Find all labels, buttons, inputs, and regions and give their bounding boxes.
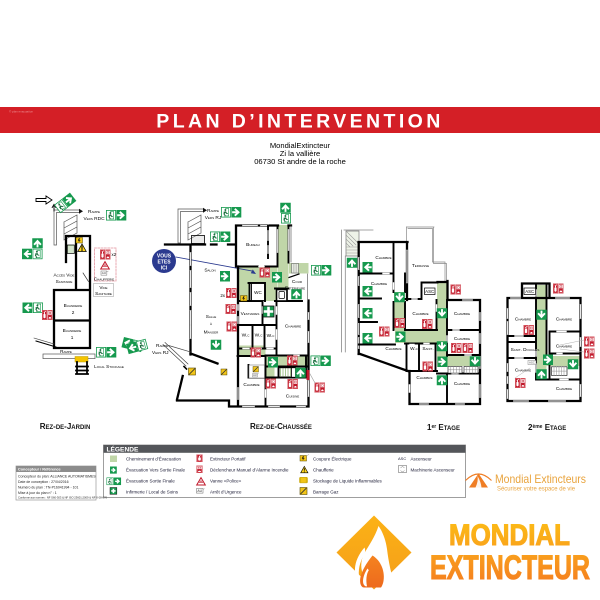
- svg-text:Infirmerie / Local de Soins: Infirmerie / Local de Soins: [126, 490, 179, 495]
- svg-text:Chambre: Chambre: [515, 368, 531, 373]
- svg-text:2: 2: [72, 310, 75, 315]
- svg-text:Arrêt d’Urgence: Arrêt d’Urgence: [210, 490, 242, 495]
- svg-text:Machinerie Ascenseur: Machinerie Ascenseur: [411, 468, 456, 473]
- svg-text:Chambre: Chambre: [243, 382, 259, 388]
- svg-text:Accès Vide: Accès Vide: [54, 273, 75, 278]
- svg-text:2x: 2x: [220, 293, 225, 298]
- svg-text:Chambre: Chambre: [556, 344, 572, 349]
- svg-text:Rez-de-Jardin: Rez-de-Jardin: [40, 422, 91, 431]
- svg-text:ASC: ASC: [525, 289, 534, 294]
- svg-text:Chambre: Chambre: [454, 311, 470, 316]
- svg-text:Buanderie: Buanderie: [63, 328, 82, 333]
- svg-text:VOUS: VOUS: [157, 254, 172, 260]
- svg-text:Vestiaires: Vestiaires: [241, 311, 260, 317]
- svg-text:Vers RJ: Vers RJ: [205, 215, 222, 221]
- svg-text:Chambre: Chambre: [375, 255, 391, 260]
- svg-text:W.c: W.c: [255, 333, 264, 339]
- svg-text:Bureau: Bureau: [246, 242, 260, 248]
- svg-text:Concepteur / Référence: Concepteur / Référence: [18, 468, 61, 472]
- svg-text:Rez-de-Chaussée: Rez-de-Chaussée: [250, 422, 312, 431]
- svg-text:Cour: Cour: [292, 279, 303, 285]
- svg-text:Chambre: Chambre: [556, 317, 572, 322]
- svg-text:Évacuation Vers Sortie Finale: Évacuation Vers Sortie Finale: [126, 467, 186, 473]
- svg-text:Vanne «Police»: Vanne «Police»: [210, 479, 242, 484]
- svg-text:MondialExtincteur: MondialExtincteur: [270, 141, 331, 150]
- svg-text:Chambre: Chambre: [515, 317, 531, 322]
- svg-text:Chambre: Chambre: [416, 375, 432, 380]
- svg-text:Sanitaire: Sanitaire: [95, 291, 112, 296]
- svg-text:Numéro du plan : TN-P16041994: Numéro du plan : TN-P16041994 - 101: [18, 486, 78, 490]
- svg-text:Rampe: Rampe: [60, 349, 72, 354]
- svg-text:Cuisine: Cuisine: [286, 394, 299, 400]
- svg-text:Chambre: Chambre: [412, 311, 428, 316]
- svg-text:Chaufferie: Chaufferie: [94, 277, 114, 282]
- svg-text:Mise à jour du plan n° : 1: Mise à jour du plan n° : 1: [18, 491, 57, 495]
- svg-text:06730 St andre de la roche: 06730 St andre de la roche: [254, 157, 346, 166]
- svg-text:Salon: Salon: [204, 268, 215, 274]
- svg-text:Chambre: Chambre: [371, 281, 387, 286]
- svg-text:Évacuation Sortie Finale: Évacuation Sortie Finale: [126, 478, 175, 484]
- svg-text:W.c: W.c: [410, 346, 418, 351]
- svg-text:Chambre: Chambre: [454, 381, 470, 386]
- svg-text:ASC: ASC: [398, 456, 406, 461]
- svg-text:Vers RDC: Vers RDC: [83, 216, 105, 222]
- svg-text:Cheminement d’Évacuation: Cheminement d’Évacuation: [126, 456, 182, 462]
- svg-text:Mondial Extincteurs: Mondial Extincteurs: [495, 472, 586, 486]
- svg-text:Déclencheur Manuel d’Alarme In: Déclencheur Manuel d’Alarme Incendie: [210, 468, 289, 473]
- svg-text:Chambre: Chambre: [285, 324, 301, 330]
- svg-text:Rampe: Rampe: [156, 343, 168, 349]
- svg-text:Concepteur du plan: ALLIANCE A: Concepteur du plan: ALLIANCE AUTOMATISME…: [18, 475, 96, 479]
- svg-text:2ème Etage: 2ème Etage: [528, 423, 566, 432]
- svg-text:Rampe: Rampe: [207, 208, 219, 214]
- svg-text:Chaufferie: Chaufferie: [313, 468, 334, 473]
- svg-text:Salle: Salle: [206, 314, 217, 320]
- svg-text:Extincteur Portatif: Extincteur Portatif: [210, 457, 246, 462]
- svg-text:Barrage Gaz: Barrage Gaz: [313, 490, 339, 495]
- svg-text:Local Stockage: Local Stockage: [94, 364, 124, 369]
- svg-text:Sécuriser votre espace de vie: Sécuriser votre espace de vie: [497, 486, 575, 493]
- svg-text:x2: x2: [112, 252, 117, 257]
- svg-text:Date de conception : 27/04/201: Date de conception : 27/04/2016: [18, 480, 69, 484]
- svg-text:à: à: [210, 322, 212, 327]
- svg-text:Ascenseur: Ascenseur: [411, 457, 433, 462]
- svg-text:EXTINCTEUR: EXTINCTEUR: [430, 549, 590, 587]
- svg-text:Vide: Vide: [99, 285, 107, 290]
- svg-text:ASC: ASC: [529, 361, 535, 365]
- svg-text:W.c: W.c: [267, 333, 276, 339]
- svg-text:PLAN D’INTERVENTION: PLAN D’INTERVENTION: [156, 111, 443, 133]
- svg-text:W.c: W.c: [242, 333, 251, 339]
- svg-text:Manger: Manger: [204, 330, 219, 336]
- svg-text:Conforme aux normes : NF S60-3: Conforme aux normes : NF S60-303 & NF IS…: [18, 495, 108, 499]
- svg-text:Sanit. Douches: Sanit. Douches: [511, 347, 540, 352]
- svg-text:Rampe: Rampe: [88, 209, 100, 215]
- svg-text:Vers RJ: Vers RJ: [152, 350, 169, 356]
- svg-text:1er Etage: 1er Etage: [427, 423, 460, 432]
- svg-text:1: 1: [71, 335, 74, 340]
- svg-text:Buanderie: Buanderie: [64, 303, 83, 308]
- svg-text:Stockage de Liquide Inflammabl: Stockage de Liquide Inflammables: [313, 479, 383, 484]
- svg-text:Terrasse: Terrasse: [412, 263, 429, 269]
- svg-text:© plan evacuation: © plan evacuation: [9, 110, 33, 114]
- svg-text:Chambre: Chambre: [454, 336, 470, 341]
- svg-text:Zi la vallière: Zi la vallière: [280, 149, 321, 158]
- svg-text:MONDIAL: MONDIAL: [449, 519, 570, 552]
- svg-text:Sanitaire: Sanitaire: [56, 279, 73, 284]
- svg-text:ASC: ASC: [425, 289, 434, 294]
- svg-text:ICI: ICI: [161, 266, 168, 272]
- svg-text:LÉGENDE: LÉGENDE: [107, 444, 139, 453]
- svg-text:Sanit.: Sanit.: [422, 346, 433, 351]
- svg-text:WC: WC: [254, 290, 262, 295]
- svg-text:ETES: ETES: [157, 260, 171, 266]
- svg-text:Chambre: Chambre: [385, 346, 401, 351]
- svg-text:Extérieure: Extérieure: [285, 286, 305, 292]
- svg-text:Chambre: Chambre: [556, 386, 572, 391]
- svg-text:Coupure Électrique: Coupure Électrique: [313, 456, 352, 462]
